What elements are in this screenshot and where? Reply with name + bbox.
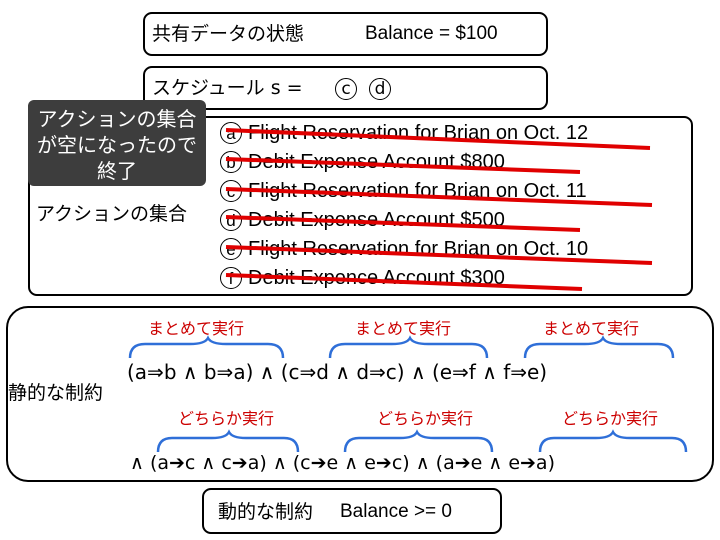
actions-label: アクションの集合 — [36, 203, 188, 225]
strike-line-b — [225, 157, 581, 174]
action-id: d — [220, 209, 242, 231]
schedule-item-c: c — [335, 78, 357, 100]
strike-line-d — [225, 215, 581, 232]
dynamic-constraint-box: 動的な制約 Balance >= 0 — [202, 488, 502, 534]
strike-line-f — [225, 273, 583, 291]
together-constraint-expr: (a⇒b ∧ b⇒a) ∧ (c⇒d ∧ d⇒c) ∧ (e⇒f ∧ f⇒e) — [127, 360, 548, 384]
constraints-box — [6, 306, 714, 482]
brace-either-3 — [538, 429, 688, 453]
brace-together-1 — [128, 335, 285, 359]
brace-together-3 — [523, 335, 675, 359]
balance-text: Balance = $100 — [365, 23, 498, 44]
state-label: 共有データの状態 — [152, 23, 305, 45]
action-a: a Flight Reservation for Brian on Oct. 1… — [220, 120, 588, 146]
either-label-1: どちらか実行 — [178, 409, 275, 428]
together-label-2: まとめて実行 — [355, 319, 452, 338]
state-box: 共有データの状態 Balance = $100 — [143, 12, 548, 56]
strike-line-c — [225, 187, 653, 207]
schedule-label: スケジュール s = — [152, 77, 303, 99]
schedule-box: スケジュール s = c d — [143, 66, 548, 110]
together-label-1: まとめて実行 — [148, 319, 245, 338]
strike-line-e — [225, 245, 653, 265]
static-constraint-label: 静的な制約 — [8, 382, 104, 404]
dynamic-constraint-label: 動的な制約 — [218, 501, 314, 523]
dynamic-constraint-expr: Balance >= 0 — [340, 501, 452, 522]
action-text: Flight Reservation for Brian on Oct. 10 — [248, 237, 589, 260]
either-label-2: どちらか実行 — [377, 409, 474, 428]
end-callout — [28, 100, 206, 186]
schedule-item-d: d — [369, 78, 391, 100]
action-id: f — [220, 267, 242, 289]
end-callout-line2: が空になったので — [37, 133, 197, 157]
action-text: Flight Reservation for Brian on Oct. 11 — [248, 179, 587, 202]
brace-either-1 — [156, 429, 300, 453]
either-label-3: どちらか実行 — [562, 409, 659, 428]
action-id: b — [220, 151, 242, 173]
either-constraint-expr: ∧ (a➔c ∧ c➔a) ∧ (c➔e ∧ e➔c) ∧ (a➔e ∧ e➔a… — [130, 452, 555, 474]
together-label-3: まとめて実行 — [543, 319, 640, 338]
action-id: a — [220, 122, 242, 144]
brace-either-2 — [343, 429, 494, 453]
action-text: Flight Reservation for Brian on Oct. 12 — [248, 121, 589, 144]
end-callout-line1: アクションの集合 — [37, 107, 197, 131]
brace-together-2 — [328, 335, 489, 359]
strike-line-a — [225, 128, 651, 150]
end-callout-line3: 終了 — [97, 159, 137, 183]
